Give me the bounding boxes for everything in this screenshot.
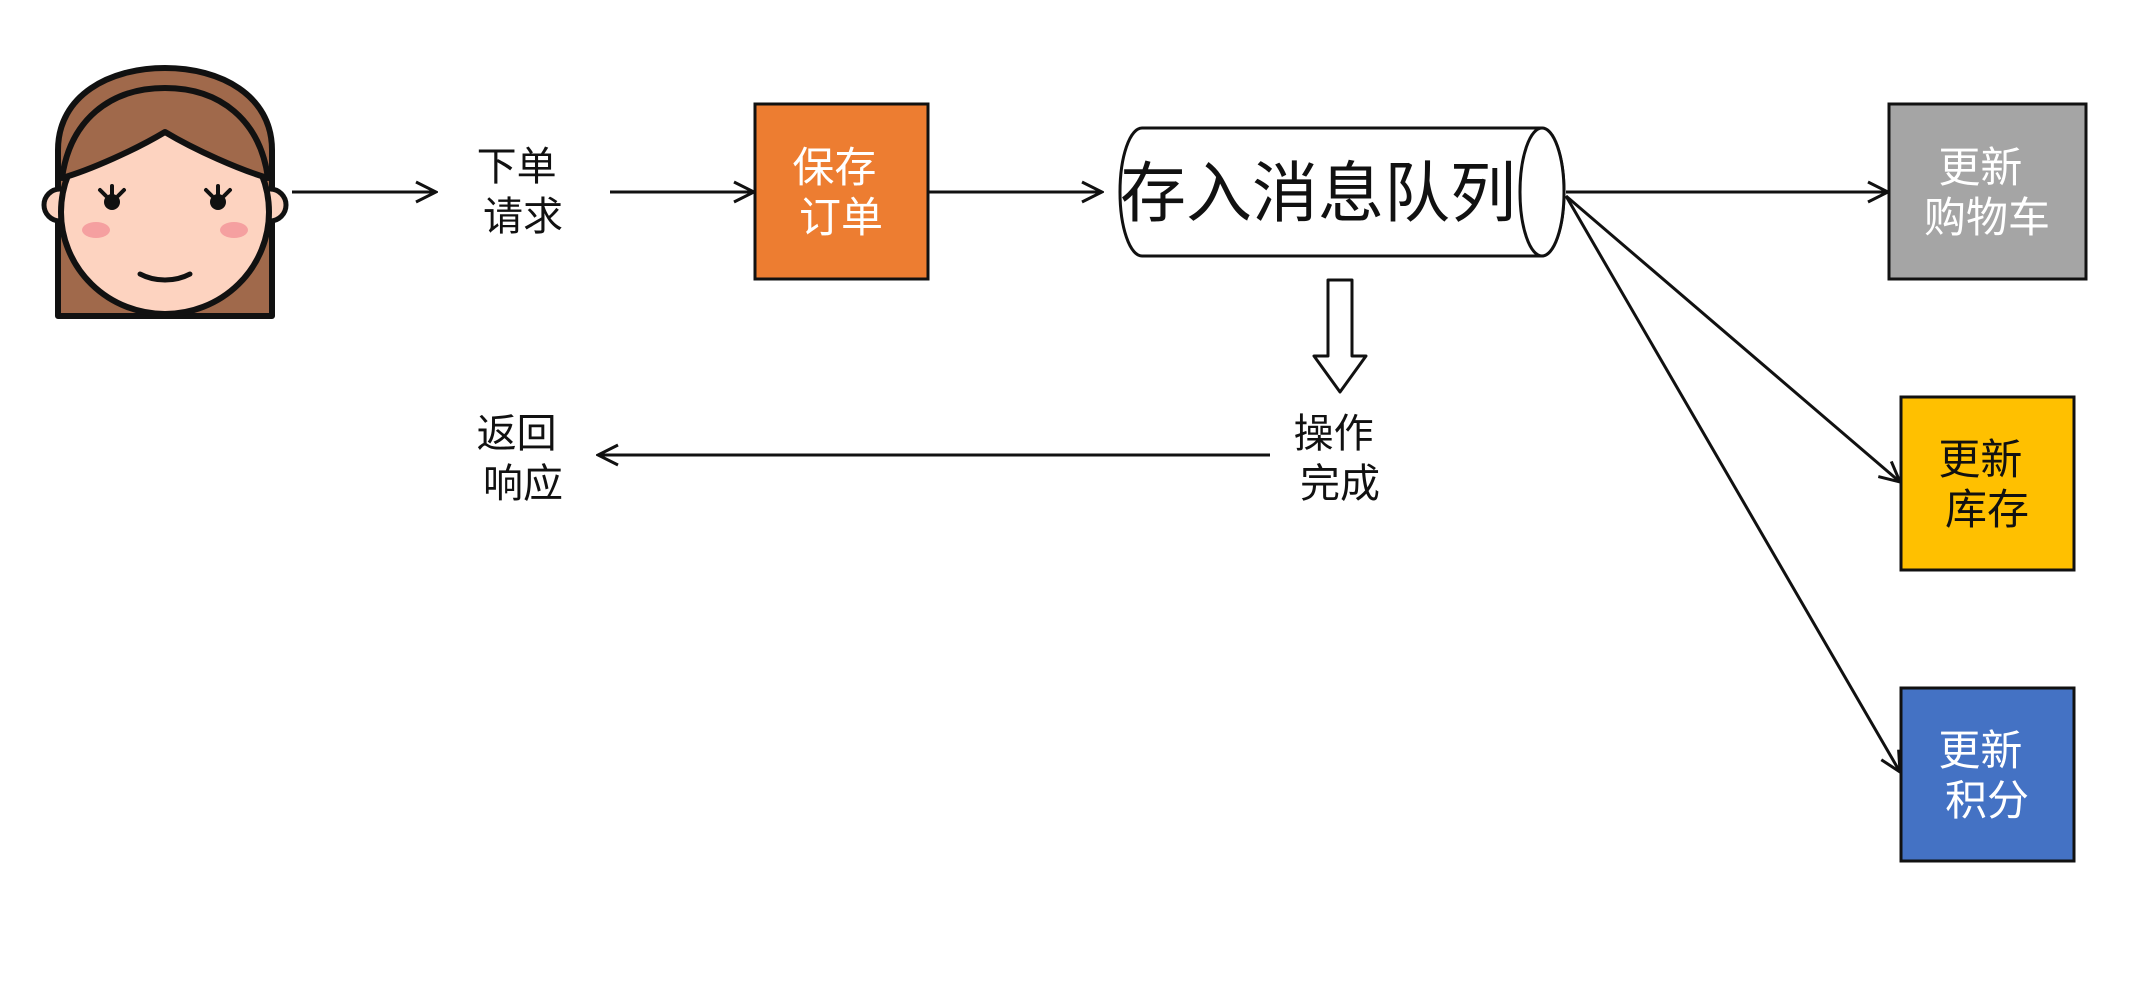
update-cart-line1: 更新 [1938,143,2022,192]
order-request-line1: 下单 [477,144,557,190]
save-order-line1: 保存 [792,143,876,192]
update-cart-box: 更新 购物车 [1887,102,2088,281]
girl-avatar-icon [41,65,289,319]
operation-done-line2: 完成 [1300,461,1380,507]
order-request-line2: 请求 [483,194,563,240]
return-response-line1: 返回 [477,411,557,457]
svg-text:保存 订单: 保存 订单 [792,143,889,242]
save-order-line2: 订单 [799,193,883,242]
update-cart-line2: 购物车 [1924,193,2050,242]
svg-text:更新 购物车: 更新 购物车 [1924,143,2050,242]
order-request-label: 下单 请求 [477,144,570,240]
return-response-label: 返回 响应 [477,411,570,507]
hollow-down-arrow [1312,278,1368,394]
arrow-queue-to-inventory [1565,194,1900,482]
message-queue-label: 存入消息队列 [1120,155,1516,232]
operation-done-line1: 操作 [1294,411,1374,457]
update-inventory-box: 更新 库存 [1899,395,2076,572]
update-points-box: 更新 积分 [1899,686,2076,863]
update-inventory-line1: 更新 [1938,435,2022,484]
update-points-line1: 更新 [1938,726,2022,775]
save-order-box: 保存 订单 [753,102,930,281]
return-response-line2: 响应 [483,461,563,507]
svg-text:更新 库存: 更新 库存 [1938,435,2035,534]
svg-text:更新 积分: 更新 积分 [1938,726,2035,825]
update-inventory-line2: 库存 [1945,485,2029,534]
update-points-line2: 积分 [1945,776,2029,825]
message-queue-cylinder: 存入消息队列 [1118,126,1566,258]
operation-done-label: 操作 完成 [1294,411,1387,507]
arrow-queue-to-points [1564,195,1900,772]
